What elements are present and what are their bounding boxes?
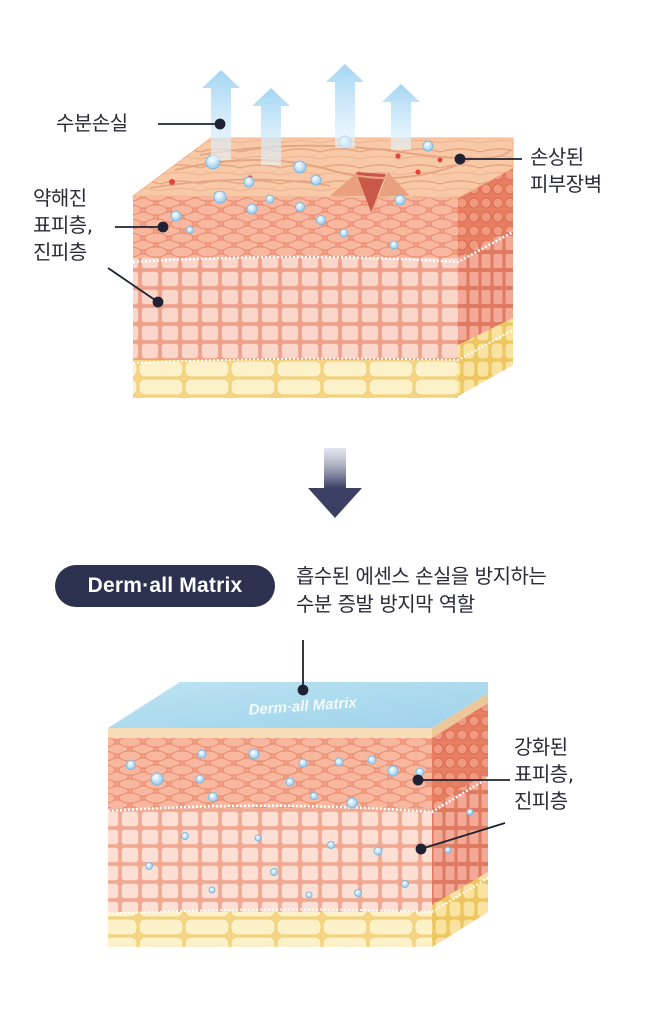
moisture-loss-label: 수분손실	[56, 110, 128, 137]
matrix-description: 흡수된 에센스 손실을 방지하는 수분 증발 방지막 역할	[296, 562, 546, 618]
strengthened-layers-label: 강화된 표피층, 진피층	[514, 734, 574, 815]
weakened-layers-label: 약해진 표피층, 진피층	[33, 185, 93, 266]
damaged-barrier-label: 손상된 피부장벽	[530, 144, 602, 198]
damaged-skin-block	[133, 64, 513, 398]
derm-all-matrix-badge: Derm·all Matrix	[55, 565, 275, 607]
protected-skin-block	[108, 682, 488, 947]
arrow-down-icon	[308, 448, 362, 518]
